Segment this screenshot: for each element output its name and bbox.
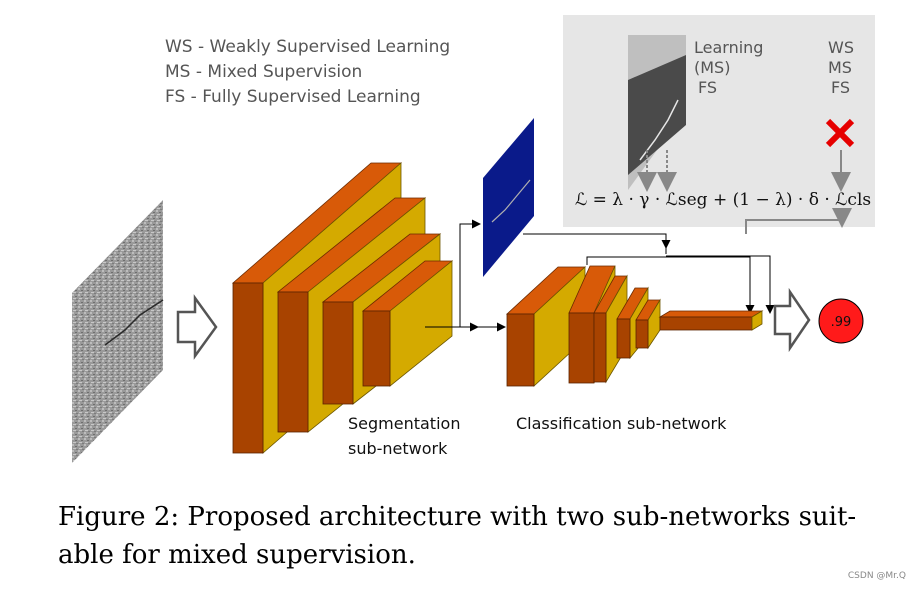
caption-line2: able for mixed supervision. [58,540,416,570]
panel-fs-short: FS [698,78,718,97]
input-image [72,200,163,463]
loss-formula: ℒ = λ · γ · ℒseg + (1 − λ) · δ · ℒcls [575,190,872,210]
learning-panel [563,15,875,227]
panel-learning-sub: (MS) [694,58,731,77]
legend-fs: FS - Fully Supervised Learning [165,87,421,107]
panel-col-fs: FS [831,78,851,97]
classification-blocks [505,265,764,387]
seg-label-line2: sub-network [348,439,448,458]
seg-label-line1: Segmentation [348,414,461,433]
output-score: .99 [831,315,852,330]
segmentation-mask [483,118,534,277]
output-score-circle [818,298,864,344]
cls-label: Classification sub-network [516,414,727,433]
legend-ws: WS - Weakly Supervised Learning [165,37,451,57]
segmentation-blocks [231,162,454,454]
caption-line1: Figure 2: Proposed architecture with two… [58,502,857,532]
panel-col-ws: WS [828,38,854,57]
cross-icon [825,118,855,148]
input-arrow-icon [176,294,218,360]
panel-col-ms: MS [828,58,852,77]
panel-learning-label: Learning [694,38,764,57]
watermark: CSDN @Mr.Q [847,571,906,581]
legend-ms: MS - Mixed Supervision [165,62,363,82]
connectors [425,208,852,332]
output-arrow-icon [773,287,811,353]
